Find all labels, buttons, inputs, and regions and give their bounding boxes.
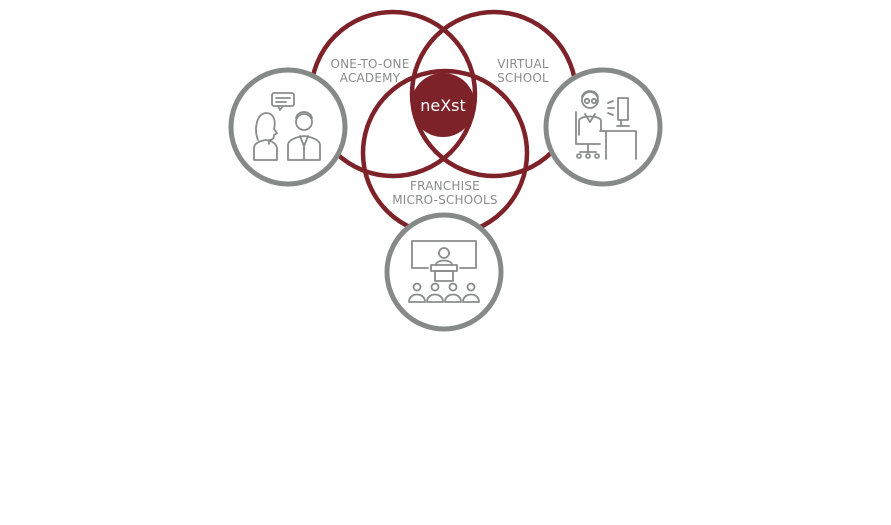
icon-ring-right	[543, 67, 663, 187]
label-one-to-one-line2: ACADEMY	[340, 71, 401, 85]
center-label: neXst	[420, 96, 466, 115]
tutor-conversation-icon	[253, 92, 321, 161]
label-one-to-one-line1: ONE-TO-ONE	[330, 57, 409, 71]
label-franchise-line1: FRANCHISE	[410, 179, 480, 193]
label-franchise-line2: MICRO-SCHOOLS	[392, 193, 498, 207]
label-virtual-line2: SCHOOL	[497, 71, 549, 85]
student-computer-icon	[575, 90, 637, 160]
icon-ring-bottom	[384, 212, 504, 332]
classroom-icon	[408, 240, 480, 303]
icon-ring-left	[228, 67, 348, 187]
label-virtual-line1: VIRTUAL	[497, 57, 549, 71]
center-badge	[411, 73, 475, 137]
